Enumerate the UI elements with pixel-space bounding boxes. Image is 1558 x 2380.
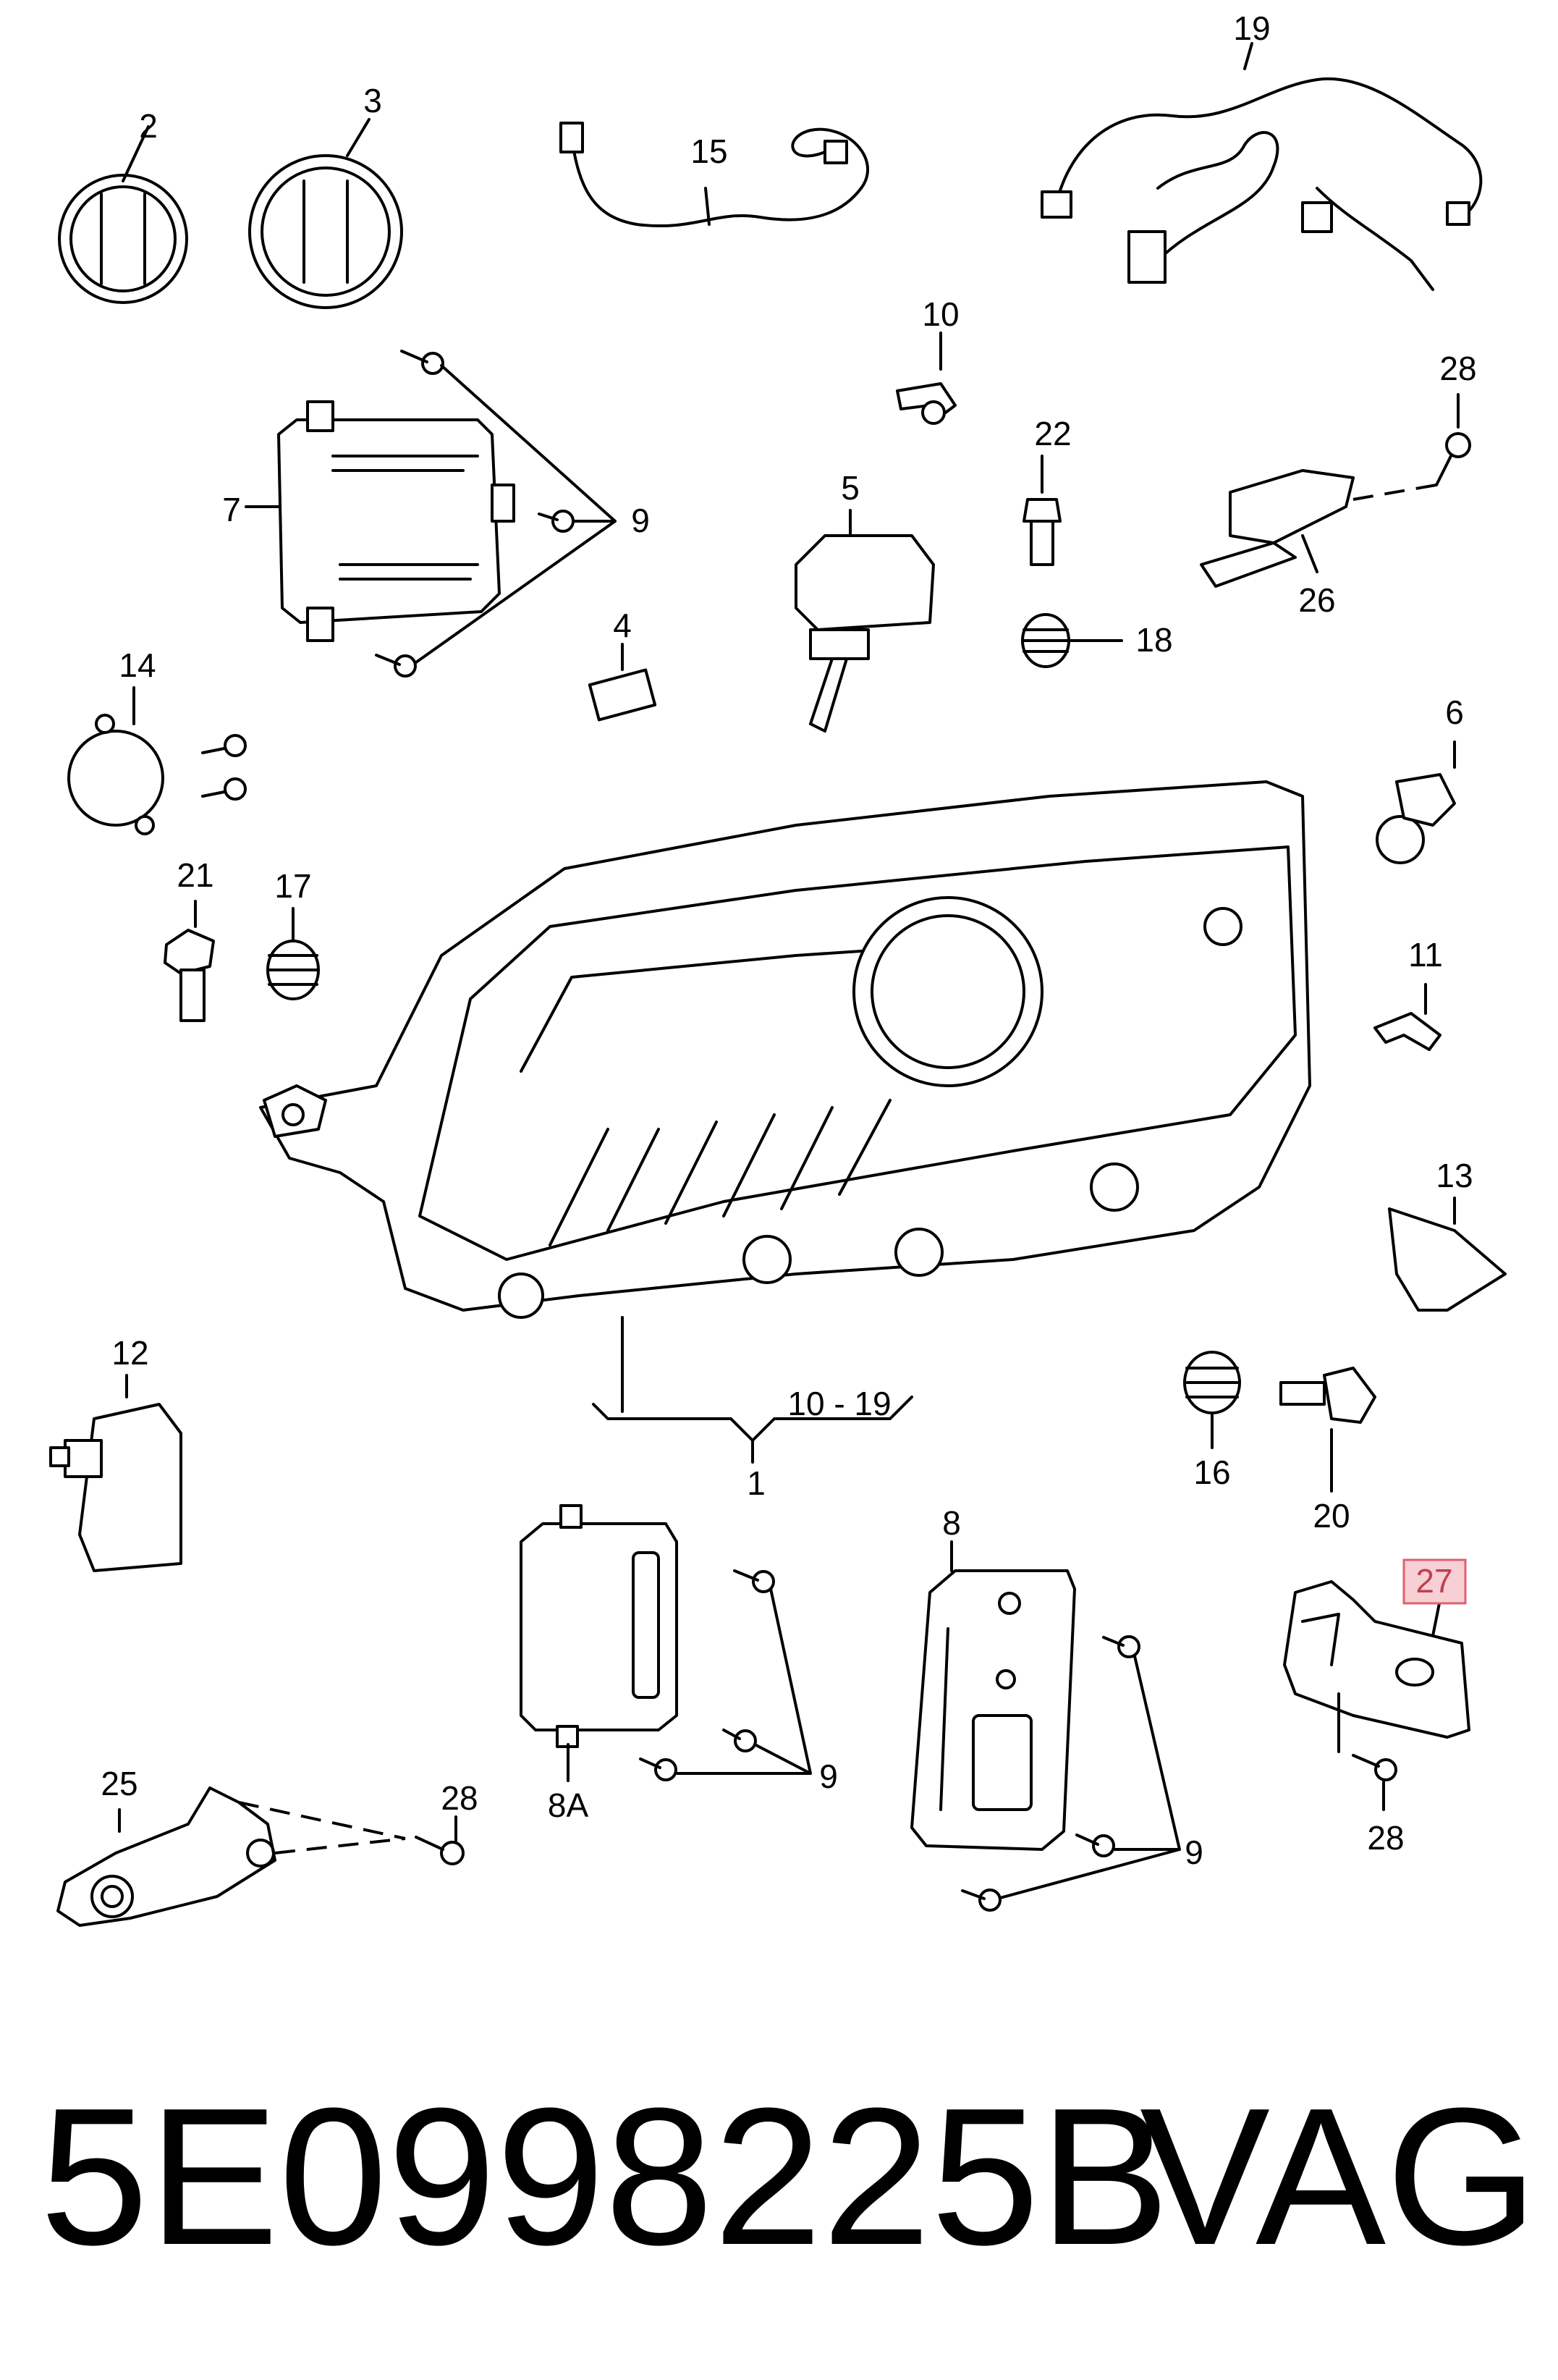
callout-13: 13	[1436, 1157, 1473, 1194]
part-16-spring-nut	[1183, 1351, 1241, 1449]
callout-9-a: 9	[631, 502, 650, 539]
part-8-control-unit	[910, 1540, 1076, 1851]
callout-6: 6	[1445, 693, 1464, 731]
callout-10-19: 10 - 19	[787, 1385, 891, 1422]
part-10-connector	[896, 332, 957, 425]
part-28-screw-a	[1435, 393, 1471, 486]
part-12-actuator	[49, 1374, 182, 1572]
callout-1: 1	[747, 1464, 766, 1502]
callout-9-b: 9	[819, 1757, 838, 1795]
callout-10: 10	[922, 295, 959, 333]
part-8a-control-unit	[520, 1504, 678, 1782]
part-13-cap	[1388, 1197, 1507, 1312]
callout-5: 5	[841, 469, 860, 507]
callout-16: 16	[1193, 1453, 1230, 1491]
part-25-bracket	[56, 1786, 406, 1927]
callout-27-highlight	[1402, 1558, 1467, 1605]
callout-14: 14	[119, 646, 156, 684]
part-4-bulb	[588, 643, 657, 722]
screw-9-set-b	[639, 1569, 812, 1781]
callout-2: 2	[139, 107, 158, 145]
callout-8: 8	[942, 1504, 961, 1542]
part-17-spring-nut	[266, 907, 320, 1000]
callout-20: 20	[1313, 1497, 1350, 1535]
part-5-bulb	[795, 509, 935, 733]
callout-27: 27	[1415, 1562, 1452, 1600]
brand-name: VAG	[1140, 2068, 1538, 2286]
callout-18: 18	[1135, 621, 1172, 659]
part-6-bulb	[1376, 740, 1456, 864]
callout-8a: 8A	[548, 1786, 589, 1824]
part-18-spring-nut	[1021, 613, 1123, 668]
callout-12: 12	[111, 1334, 148, 1372]
callout-17: 17	[274, 867, 311, 905]
part-19-harness	[1041, 42, 1483, 291]
callout-28-c: 28	[1367, 1819, 1404, 1857]
callout-15: 15	[690, 132, 727, 170]
callout-11: 11	[1408, 936, 1443, 974]
callout-25: 25	[101, 1765, 137, 1802]
part-22-bolt	[1023, 455, 1062, 566]
part-20-bolt	[1279, 1367, 1376, 1493]
callout-9-c: 9	[1185, 1833, 1203, 1871]
part-number: 5E0998225B	[40, 2068, 1169, 2286]
callout-labels: 2 3 15 19 7 9 10 5 22 28 26 4 18 14 6 21…	[101, 9, 1476, 1871]
callout-28-b: 28	[441, 1779, 478, 1817]
screw-9-set-a	[375, 350, 617, 678]
callout-3: 3	[363, 82, 382, 119]
callout-26: 26	[1298, 581, 1335, 619]
part-27-bracket	[1283, 1580, 1470, 1753]
part-15-harness	[559, 122, 870, 228]
part-21-bolt	[164, 900, 215, 1022]
part-26-bracket	[1200, 469, 1437, 588]
callout-22: 22	[1034, 415, 1071, 452]
screw-9-set-c	[961, 1635, 1181, 1912]
part-28-screw-b	[415, 1815, 465, 1865]
callout-7: 7	[222, 491, 241, 528]
part-2-cap	[58, 125, 188, 304]
part-11-clip	[1373, 983, 1441, 1051]
part-7-control-unit	[245, 400, 515, 642]
callout-28-a: 28	[1439, 350, 1476, 387]
part-3-cap	[248, 118, 403, 309]
part-14-cap	[67, 686, 247, 835]
callout-21: 21	[177, 856, 213, 894]
part-28-screw-c	[1352, 1754, 1397, 1811]
part-1-headlamp	[259, 780, 1311, 1464]
callout-19: 19	[1233, 9, 1270, 47]
callout-4: 4	[613, 607, 632, 644]
